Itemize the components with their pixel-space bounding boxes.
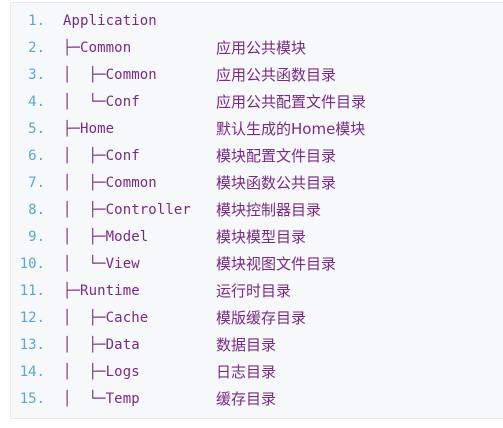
tree-path: │ ├─Cache — [63, 310, 149, 326]
tree-path: │ ├─Data — [63, 337, 140, 353]
line-number: 10. — [19, 256, 45, 272]
line-description: 应用公共函数目录 — [216, 66, 337, 84]
line-description: 缓存目录 — [216, 390, 277, 408]
line-description: 数据目录 — [216, 336, 277, 354]
line-description: 应用公共模块 — [216, 39, 307, 57]
tree-path: ├─Home — [63, 121, 115, 137]
line-number: 12. — [19, 310, 45, 326]
tree-path: Application — [63, 13, 157, 29]
tree-path: ├─Runtime — [63, 283, 140, 299]
line-description: 模块控制器目录 — [216, 201, 322, 219]
tree-path: │ ├─Controller — [63, 202, 191, 218]
line-number: 9. — [28, 229, 45, 245]
tree-path: │ ├─Common — [63, 67, 157, 83]
tree-path: │ ├─Logs — [63, 364, 140, 380]
line-number: 2. — [28, 40, 45, 56]
line-number: 4. — [28, 94, 45, 110]
tree-path: │ └─View — [63, 256, 140, 272]
line-number: 8. — [28, 202, 45, 218]
line-number: 14. — [19, 364, 45, 380]
line-number: 3. — [28, 67, 45, 83]
line-number: 15. — [19, 391, 45, 407]
line-description: 模块配置文件目录 — [216, 147, 337, 165]
line-number: 11. — [19, 283, 45, 299]
line-description: 模版缓存目录 — [216, 309, 307, 327]
line-description: 运行时目录 — [216, 282, 292, 300]
line-number: 5. — [28, 121, 45, 137]
line-number: 13. — [19, 337, 45, 353]
code-block: 1. Application 2. ├─Common 应用公共模块 3. │ ├─Com… — [10, 2, 503, 419]
line-number: 1. — [28, 13, 45, 29]
tree-path: │ ├─Conf — [63, 148, 140, 164]
tree-path: │ └─Temp — [63, 391, 140, 407]
line-description: 应用公共配置文件目录 — [216, 93, 367, 111]
line-description: 模块函数公共目录 — [216, 174, 337, 192]
line-description: 日志目录 — [216, 363, 277, 381]
line-description: 模块视图文件目录 — [216, 255, 337, 273]
line-number: 6. — [28, 148, 45, 164]
tree-path: │ ├─Common — [63, 175, 157, 191]
line-number: 7. — [28, 175, 45, 191]
tree-path: │ ├─Model — [63, 229, 149, 245]
line-description: 默认生成的Home模块 — [216, 120, 366, 138]
tree-path: ├─Common — [63, 40, 132, 56]
line-description: 模块模型目录 — [216, 228, 307, 246]
tree-path: │ └─Conf — [63, 94, 140, 110]
